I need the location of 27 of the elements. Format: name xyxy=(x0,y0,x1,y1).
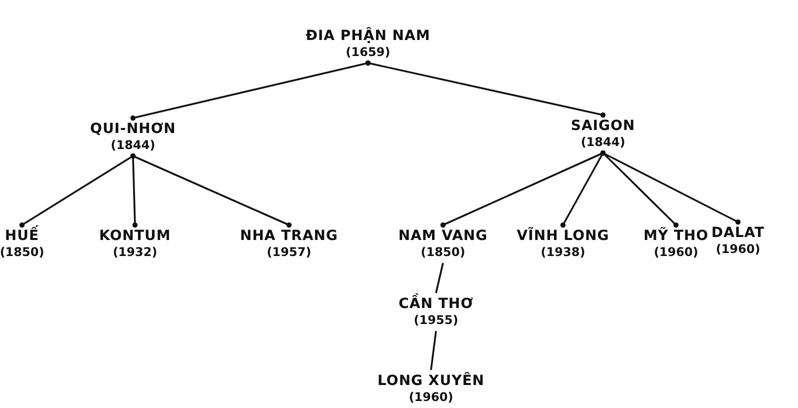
connector-line xyxy=(365,60,606,118)
founding-year: (1960) xyxy=(654,245,698,260)
place-name: MỸ THO xyxy=(643,228,709,245)
connector-line xyxy=(435,262,444,294)
founding-year: (1844) xyxy=(580,135,626,150)
founding-year: (1850) xyxy=(0,245,44,260)
place-name: NHA TRANG xyxy=(240,228,338,245)
founding-year: (1844) xyxy=(110,138,156,153)
founding-year: (1955) xyxy=(414,313,458,328)
place-name: QUI-NHƠN xyxy=(90,121,176,138)
founding-year: (1957) xyxy=(266,245,312,260)
place-name: SAIGON xyxy=(570,118,636,135)
place-name: KONTUM xyxy=(99,228,171,245)
founding-year: (1938) xyxy=(540,245,586,260)
founding-year: (1932) xyxy=(112,245,158,260)
place-name: ĐIA PHẬN NAM xyxy=(306,28,430,45)
connector-line xyxy=(430,330,437,370)
place-name: LONG XUYÊN xyxy=(378,373,484,390)
founding-year: (1960) xyxy=(408,390,454,405)
place-name: DALAT xyxy=(711,225,765,242)
place-name: VĨNH LONG xyxy=(516,228,610,245)
connector-line xyxy=(130,153,292,228)
founding-year: (1659) xyxy=(346,45,390,60)
place-name: NAM VANG xyxy=(398,228,488,245)
connector-line xyxy=(600,150,741,225)
founding-year: (1960) xyxy=(716,242,760,257)
founding-year: (1850) xyxy=(420,245,466,260)
